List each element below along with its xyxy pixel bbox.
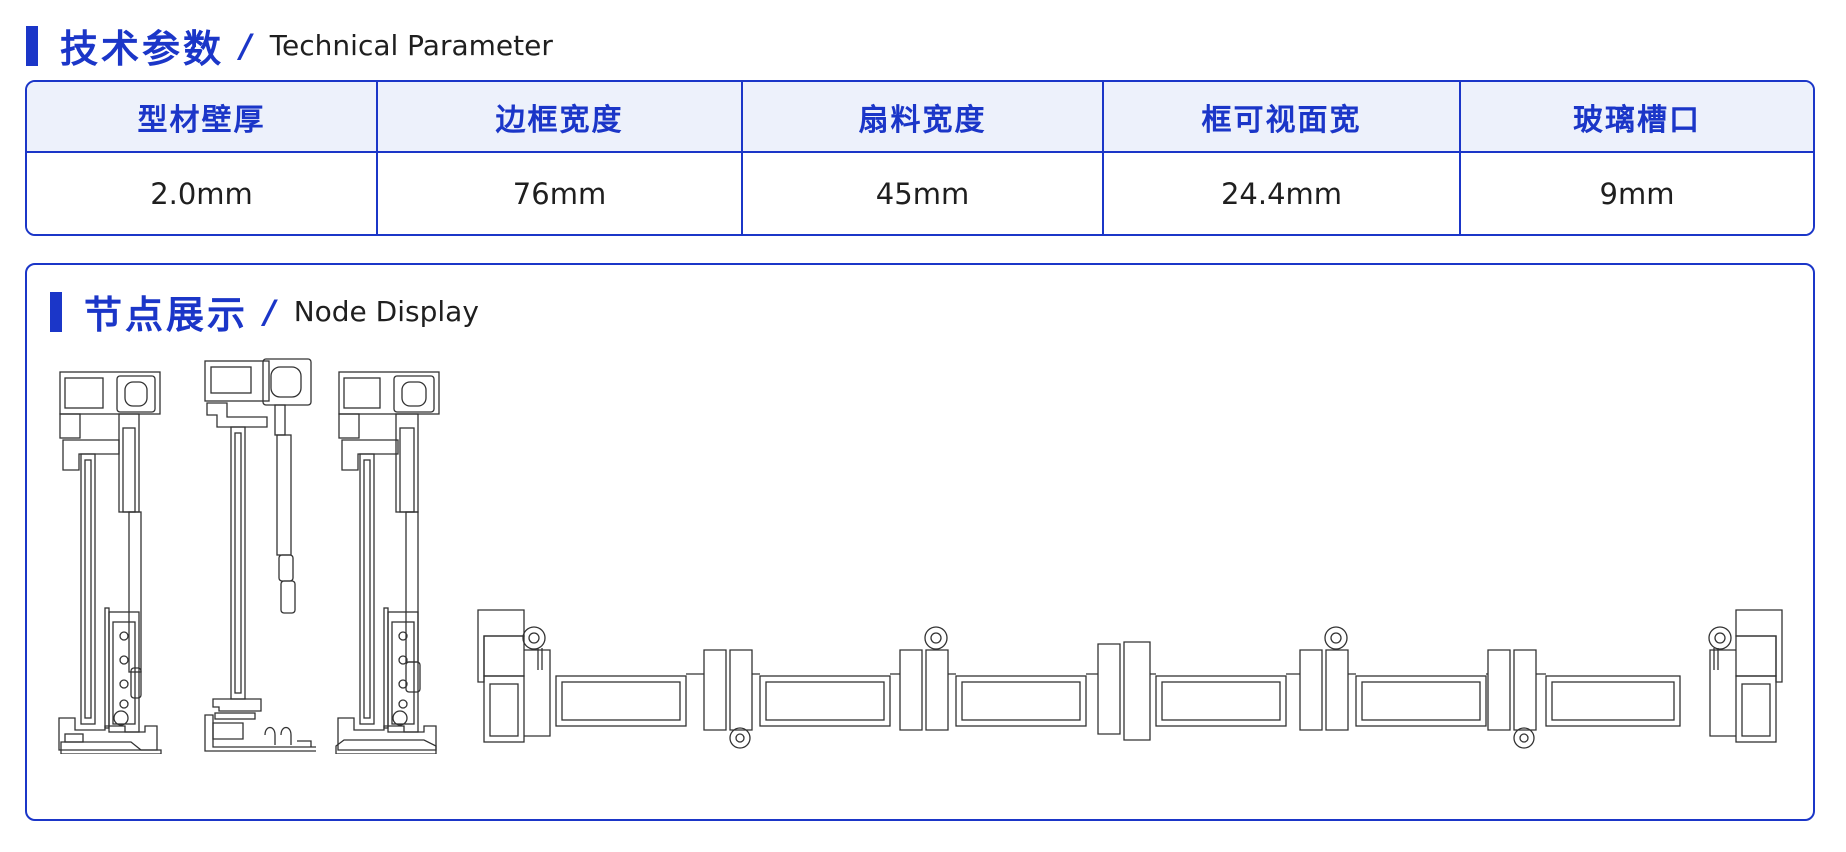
vertical-section-drawing-3	[334, 368, 444, 754]
table-value-cell: 2.0mm	[27, 153, 378, 234]
table-header-cell: 扇料宽度	[743, 82, 1104, 153]
table-header-cell: 框可视面宽	[1104, 82, 1461, 153]
vertical-section-drawing-2	[201, 357, 316, 753]
heading-title-zh: 技术参数	[60, 27, 225, 71]
heading-title-en: Technical Parameter	[269, 29, 553, 62]
parameter-table: 型材壁厚 边框宽度 扇料宽度 框可视面宽 玻璃槽口 2.0mm 76mm 45m…	[25, 80, 1815, 236]
table-header-cell: 型材壁厚	[27, 82, 378, 153]
table-value-cell: 24.4mm	[1104, 153, 1461, 234]
table-value-cell: 9mm	[1461, 153, 1813, 234]
table-header-cell: 玻璃槽口	[1461, 82, 1813, 153]
node-display-panel	[25, 263, 1815, 821]
heading-accent-bar	[50, 291, 62, 332]
table-header-cell: 边框宽度	[378, 82, 743, 153]
heading-title-en: Node Display	[293, 295, 479, 328]
node-display-heading: 节点展示 / Node Display	[50, 284, 479, 339]
heading-slash: /	[264, 292, 276, 331]
vertical-section-drawing-1	[55, 368, 165, 754]
table-value-cell: 45mm	[743, 153, 1104, 234]
technical-parameter-heading: 技术参数 / Technical Parameter	[26, 18, 553, 73]
heading-title-zh: 节点展示	[84, 293, 249, 337]
table-value-cell: 76mm	[378, 153, 743, 234]
heading-accent-bar	[26, 25, 38, 66]
heading-slash: /	[240, 26, 252, 65]
horizontal-section-drawing	[476, 604, 1786, 756]
